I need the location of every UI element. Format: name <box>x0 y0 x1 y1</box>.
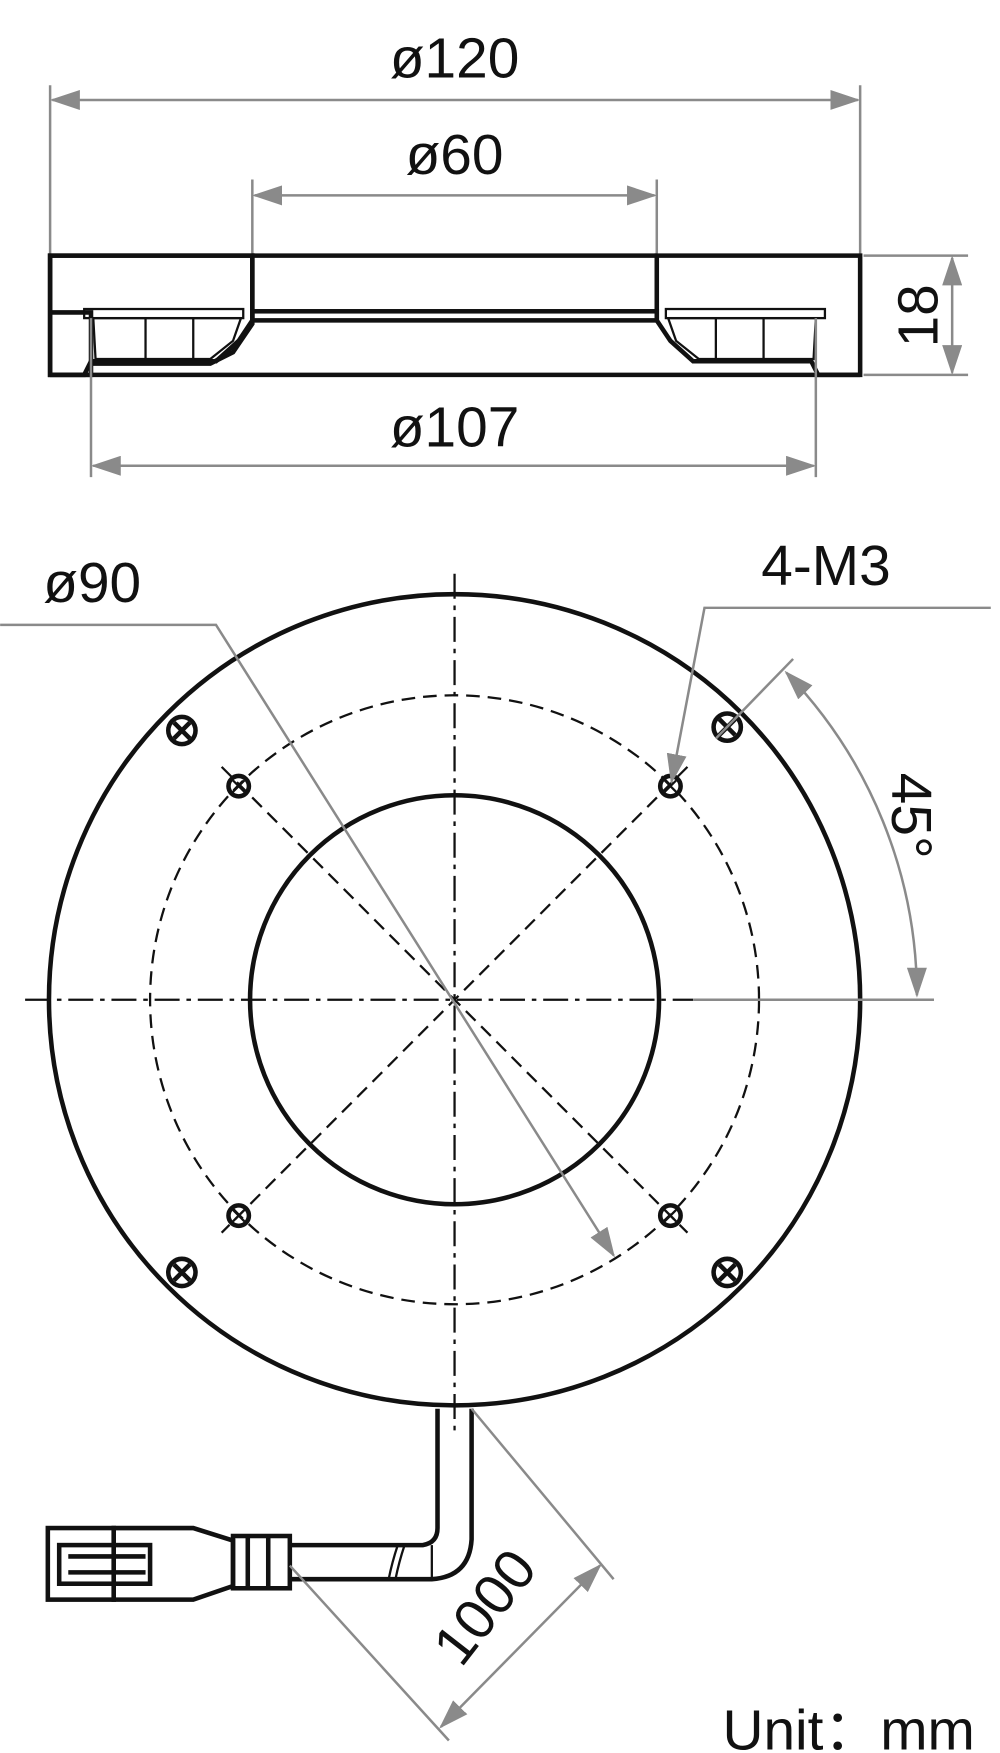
front-view: ø90 4-M3 45° <box>0 535 991 1434</box>
cable <box>45 1408 474 1602</box>
dim-bolt-circle: ø90 <box>43 552 141 615</box>
dim-outer-diameter: ø120 <box>390 27 519 90</box>
dim-mount-diameter: ø107 <box>390 396 519 459</box>
dim-inner-diameter: ø60 <box>406 124 504 187</box>
unit-label: Unit：mm <box>722 1700 974 1753</box>
dim-holes: 4-M3 <box>761 535 890 598</box>
section-view: ø120 ø60 18 ø107 <box>47 27 969 478</box>
outer-screws <box>165 711 744 1289</box>
dim-arc-45 <box>784 670 927 998</box>
dim-height: 18 <box>887 284 950 347</box>
dim-angle: 45° <box>879 773 942 859</box>
dim-cable-length: 1000 <box>422 1538 549 1676</box>
